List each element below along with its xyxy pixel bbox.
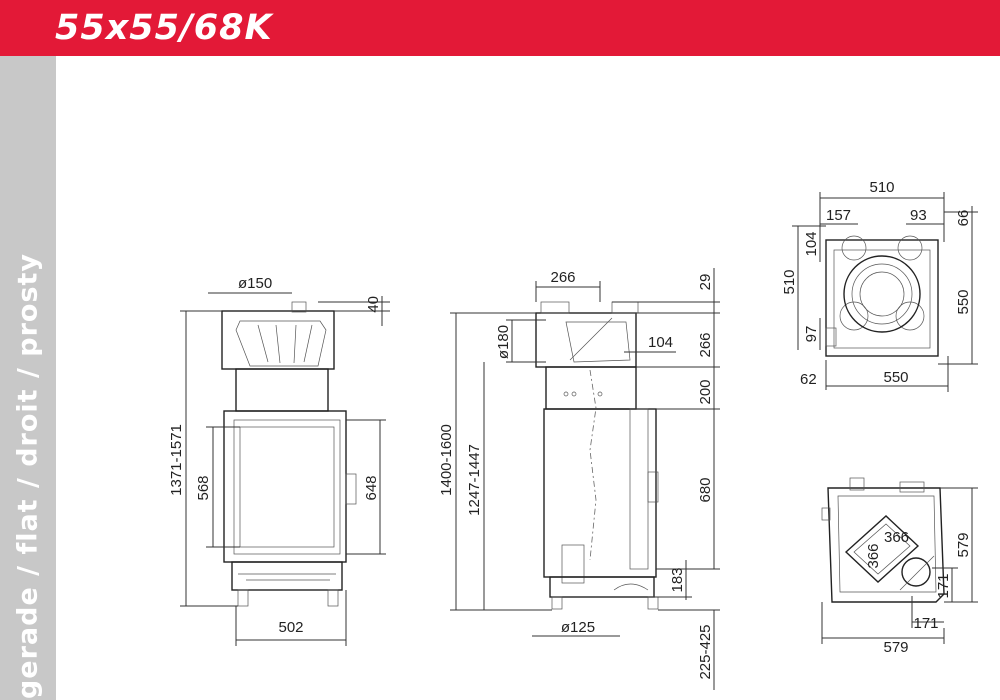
side-body bbox=[543, 408, 657, 578]
side-dim-outlet: 104 bbox=[648, 334, 673, 351]
front-hood-ribs bbox=[257, 324, 313, 364]
plan-dim-bw: 579 bbox=[883, 639, 908, 656]
top-air-box bbox=[825, 327, 837, 347]
header-bar: 55x55/68K bbox=[0, 0, 1000, 56]
side-dim-door: 680 bbox=[697, 477, 714, 502]
top-dim-rdepth: 550 bbox=[955, 289, 972, 314]
side-dim-lower: 183 bbox=[669, 567, 686, 592]
top-dim-depth: 510 bbox=[781, 269, 798, 294]
side-baffle bbox=[569, 317, 613, 361]
front-dim-door-right: 648 bbox=[363, 475, 380, 500]
side-upper-section bbox=[545, 366, 637, 410]
top-flue-inner bbox=[851, 263, 913, 325]
top-pipe-bottom-left bbox=[839, 301, 869, 331]
top-dim-width: 510 bbox=[869, 179, 894, 196]
front-dim-height: 1371-1571 bbox=[168, 424, 185, 496]
plan-dim-rs: 171 bbox=[935, 573, 952, 598]
side-rivet-1 bbox=[563, 391, 569, 397]
front-leg-right bbox=[327, 589, 339, 607]
side-dim-legs: 225-425 bbox=[697, 624, 714, 679]
sidebar-strip: gerade / flat / droit / prosty bbox=[0, 56, 56, 700]
top-dim-lm: 62 bbox=[800, 371, 817, 388]
plan-stub-right bbox=[899, 481, 925, 493]
plan-circle-diag bbox=[899, 555, 935, 591]
front-ash-section bbox=[231, 561, 343, 591]
top-flue-core bbox=[859, 271, 905, 317]
front-body bbox=[223, 410, 347, 563]
plan-dim-rd: 579 bbox=[955, 532, 972, 557]
front-view: ø150 40 1371-1571 568 648 502 bbox=[168, 275, 390, 646]
side-dim-air: ø125 bbox=[561, 619, 595, 636]
top-dim-tl: 104 bbox=[803, 231, 820, 256]
model-title: 55x55/68K bbox=[55, 8, 273, 48]
side-dim-top-width: 266 bbox=[550, 269, 575, 286]
front-upper-section bbox=[235, 368, 329, 412]
plan-dim-diag-side: 366 bbox=[865, 543, 882, 568]
front-flue-stub bbox=[291, 301, 307, 313]
top-dim-right: 93 bbox=[910, 207, 927, 224]
side-leg-left bbox=[551, 596, 563, 610]
side-view: 266 29 ø180 104 266 1400-1600 1247-1447 … bbox=[438, 268, 720, 690]
front-dim-door-left: 568 bbox=[195, 475, 212, 500]
plan-stub-side bbox=[821, 507, 831, 521]
top-pipe-right bbox=[897, 235, 923, 261]
top-outer-box bbox=[825, 239, 939, 357]
plan-stub-left bbox=[849, 477, 865, 491]
side-air-pipe bbox=[613, 583, 649, 591]
side-ash-section bbox=[549, 576, 655, 598]
plan-dim-bs: 171 bbox=[913, 615, 938, 632]
side-top-box bbox=[535, 312, 637, 368]
side-handle bbox=[647, 471, 659, 503]
side-hood bbox=[565, 321, 631, 363]
front-hood bbox=[235, 320, 327, 367]
top-inner-box bbox=[833, 249, 931, 349]
top-dim-tr: 66 bbox=[955, 210, 972, 227]
side-dim-outlet-height: 266 bbox=[697, 332, 714, 357]
plan-inner bbox=[837, 495, 937, 593]
side-flue-left bbox=[540, 301, 570, 314]
plan-firebox bbox=[844, 515, 920, 583]
side-dim-upper: 200 bbox=[697, 379, 714, 404]
plan-outer bbox=[827, 487, 945, 603]
side-dim-flue: ø180 bbox=[495, 325, 512, 359]
front-handle bbox=[345, 473, 357, 505]
side-door-edge bbox=[629, 408, 649, 570]
side-dim-total: 1400-1600 bbox=[438, 424, 455, 496]
top-pipe-bottom-right bbox=[895, 301, 925, 331]
side-rivet-2 bbox=[571, 391, 577, 397]
side-leg-right bbox=[647, 596, 659, 610]
plan-dim-diag-top: 366 bbox=[884, 529, 909, 546]
top-dim-iw: 550 bbox=[883, 369, 908, 386]
side-dim-top: 29 bbox=[697, 274, 714, 291]
front-glass bbox=[239, 426, 335, 548]
plan-firebox-inner bbox=[853, 523, 911, 575]
side-center-line bbox=[589, 369, 597, 561]
top-dim-bl: 97 bbox=[803, 326, 820, 343]
front-dim-flue: ø150 bbox=[238, 275, 272, 292]
side-rivet-3 bbox=[597, 391, 603, 397]
side-air-box bbox=[561, 544, 585, 584]
front-leg-left bbox=[237, 589, 249, 607]
front-dim-top: 40 bbox=[365, 296, 382, 313]
side-flue-right bbox=[611, 301, 639, 314]
front-dim-width: 502 bbox=[278, 619, 303, 636]
side-dim-inner: 1247-1447 bbox=[466, 444, 483, 516]
front-door-frame bbox=[233, 419, 341, 555]
top-dim-left: 157 bbox=[826, 207, 851, 224]
front-top-box bbox=[221, 310, 335, 370]
top-view: 510 157 93 66 104 510 550 97 62 550 bbox=[781, 179, 978, 392]
front-grate-lines bbox=[238, 573, 336, 581]
top-pipe-left bbox=[841, 235, 867, 261]
top-flue-ring bbox=[843, 255, 921, 333]
plan-view: 366 366 579 171 171 579 bbox=[821, 477, 978, 656]
plan-circle bbox=[901, 557, 931, 587]
